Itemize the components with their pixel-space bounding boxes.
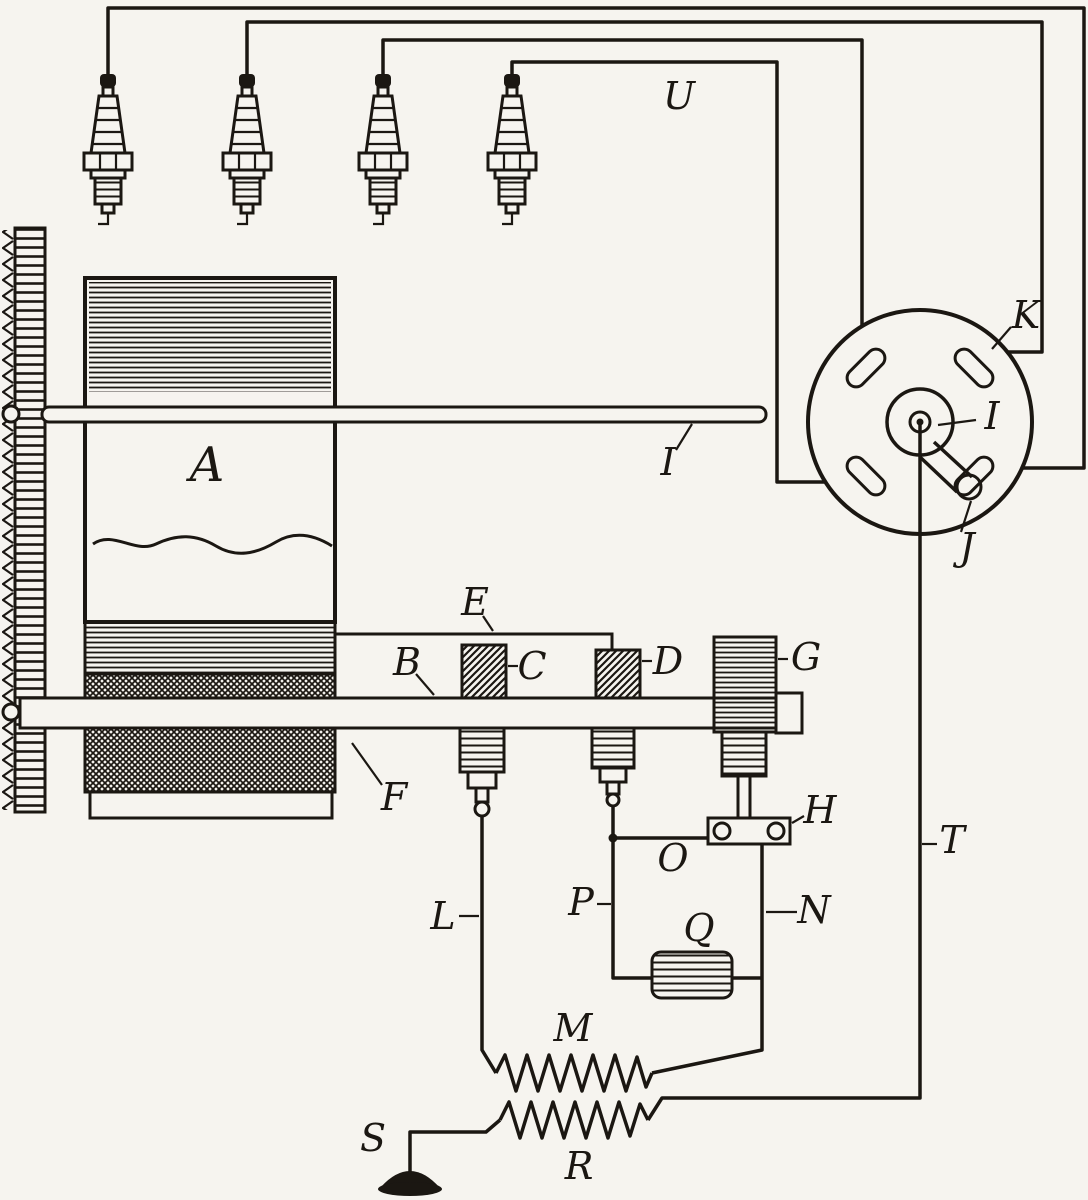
ignition-wire-3	[381, 38, 864, 327]
wire-e	[335, 632, 614, 649]
spark-plug-4	[486, 72, 538, 226]
field-coil	[83, 620, 337, 820]
wire-n	[651, 844, 764, 1075]
wire-t	[646, 424, 922, 1121]
label-r: R	[564, 1144, 594, 1188]
label-u: U	[663, 74, 697, 118]
ignition-wire-1	[106, 6, 1086, 470]
ground-symbol	[378, 1171, 442, 1196]
cam-g	[712, 635, 778, 734]
label-l: L	[429, 894, 455, 938]
label-p: P	[567, 880, 595, 924]
cam-d	[594, 648, 642, 700]
breaker-2	[590, 726, 636, 808]
armature-shaft	[40, 405, 768, 424]
label-b: B	[392, 640, 421, 684]
breaker-1	[458, 726, 506, 818]
distributor-rotor	[918, 440, 983, 501]
wire-s	[408, 1118, 502, 1172]
label-s: S	[360, 1116, 386, 1160]
label-h: H	[802, 788, 837, 832]
junction-dot	[608, 833, 618, 843]
label-i-rotor: I	[983, 394, 1000, 438]
distributor-terminal-3	[845, 455, 887, 497]
spark-plug-2	[221, 72, 273, 226]
condenser-q	[650, 950, 734, 1000]
label-f: F	[380, 775, 409, 819]
resistor-m	[494, 1053, 654, 1093]
label-k: K	[1011, 293, 1043, 337]
distributor	[806, 308, 1034, 536]
camshaft	[18, 696, 804, 730]
label-t: T	[939, 818, 967, 862]
spark-plug-3	[357, 72, 409, 226]
spark-plug-1	[82, 72, 134, 226]
link-block-h	[706, 816, 792, 846]
armature-laminations	[89, 282, 331, 392]
label-o: O	[657, 836, 688, 880]
label-a: A	[186, 437, 225, 493]
wavy-line	[92, 533, 333, 555]
magneto-armature	[83, 276, 337, 624]
label-leaders	[351, 326, 1012, 918]
wire-p	[611, 806, 652, 980]
resistor-r	[498, 1100, 650, 1140]
breaker-3	[720, 730, 768, 820]
label-n: N	[796, 888, 832, 932]
label-q: Q	[683, 906, 714, 950]
label-g: G	[791, 635, 821, 679]
ignition-wire-2	[245, 20, 1044, 354]
cam-c	[460, 643, 508, 700]
label-e: E	[460, 580, 489, 624]
label-i-shaft: I	[659, 440, 676, 484]
label-c: C	[517, 644, 546, 688]
ignition-wire-4	[510, 60, 826, 484]
label-j: J	[952, 525, 976, 569]
wire-l	[480, 816, 498, 1074]
camshaft-end-cap	[774, 691, 804, 735]
distributor-terminal-1	[845, 347, 887, 389]
labels: A B C D E F G H I I J K L M N O P Q R S …	[186, 74, 1043, 1188]
coil-base	[88, 790, 334, 820]
label-d: D	[652, 639, 683, 683]
label-m: M	[553, 1006, 594, 1050]
distributor-terminal-2	[953, 347, 995, 389]
